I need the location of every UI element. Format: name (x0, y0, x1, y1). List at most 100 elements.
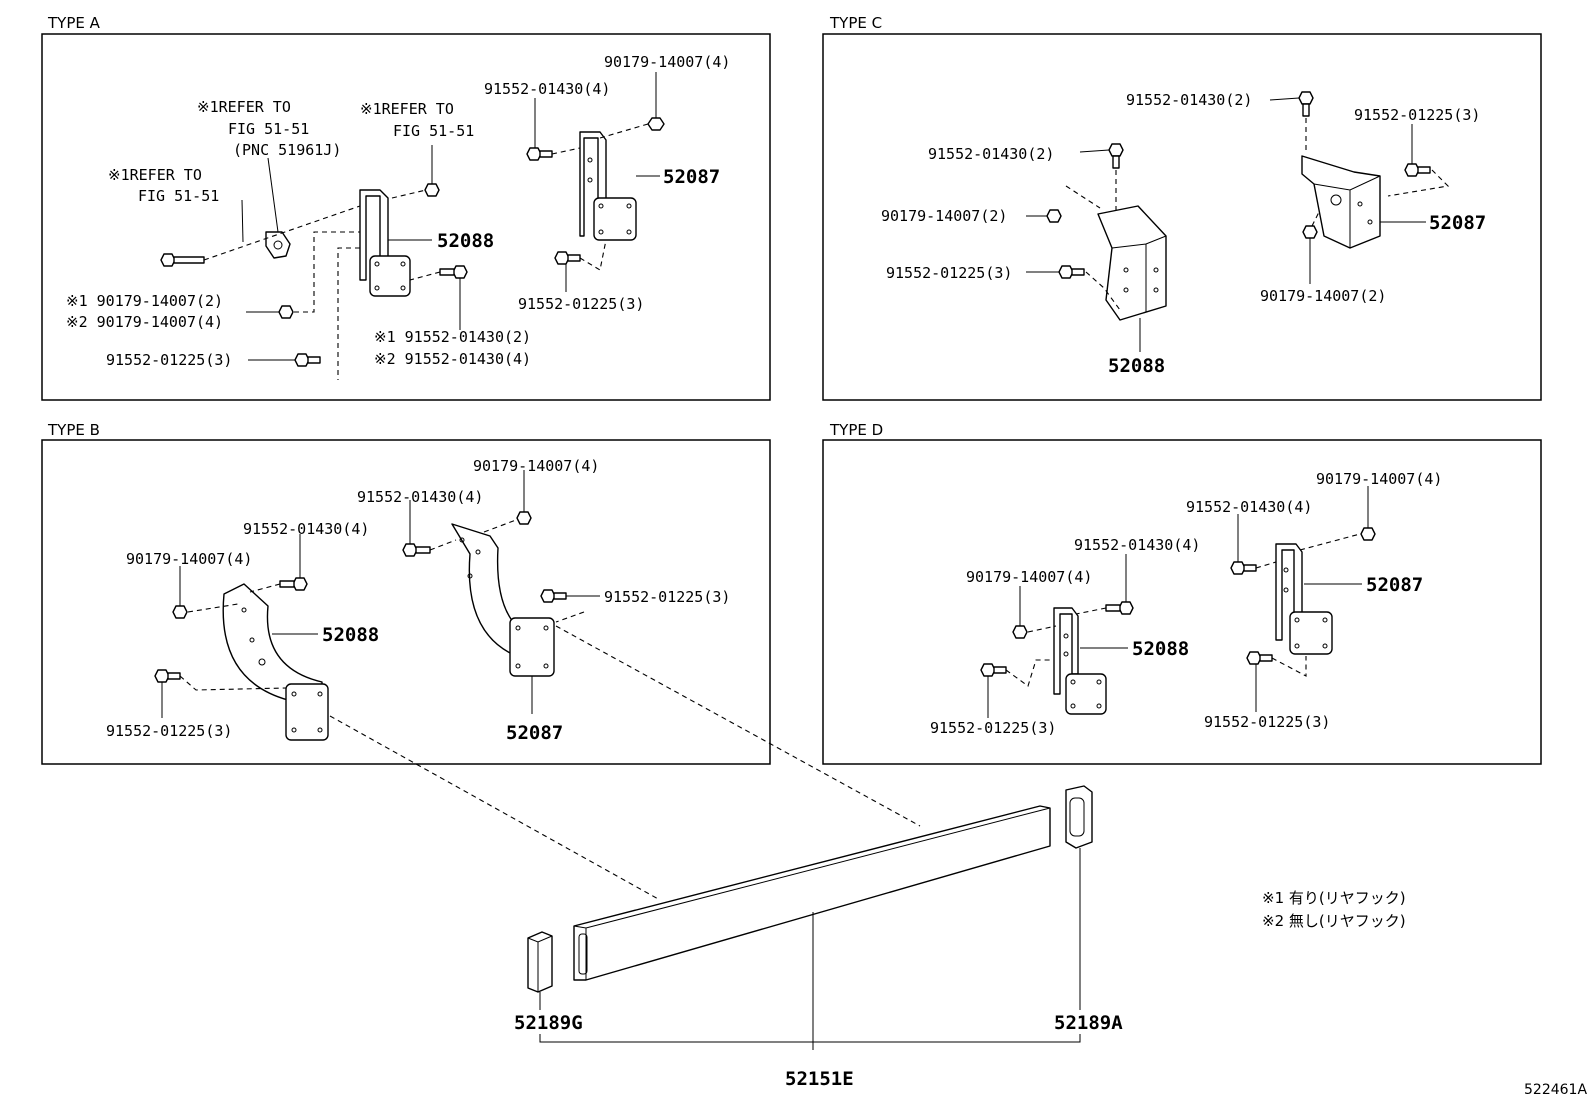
note-2: ※2 無し(リヤフック) (1262, 912, 1406, 930)
type-a-refer-1-line2: FIG 51-51 (228, 120, 309, 138)
type-a-refer-1-line3: (PNC 51961J) (233, 141, 341, 159)
type-c-bolt-left-bottom (1058, 265, 1074, 279)
type-d-bolt-bottom-left-label: 91552-01225(3) (930, 719, 1056, 737)
type-d-bolt-mid-label: 91552-01430(4) (1074, 536, 1200, 554)
type-b-drawing (154, 470, 600, 741)
type-a-refer-2-line2: FIG 51-51 (393, 122, 474, 140)
type-a-drawing (160, 72, 665, 380)
type-a-long-bolt (160, 253, 176, 267)
type-b-bolt-right (540, 589, 556, 603)
type-a-nut-left-label-2: ※2 90179-14007(4) (66, 313, 223, 331)
note-1: ※1 有り(リヤフック) (1262, 889, 1406, 907)
type-b-bracket-52088 (222, 583, 323, 701)
type-b-52088-label: 52088 (322, 624, 379, 646)
type-c-nut-left (1046, 209, 1062, 223)
type-d-bracket-52088 (1053, 607, 1079, 695)
beam-52151e (573, 805, 1051, 981)
type-d-frame (822, 439, 1542, 765)
type-a-bolt-bottom-left-label: 91552-01225(3) (106, 351, 232, 369)
type-d-bolt-bottom-right (1246, 651, 1262, 665)
type-b-bracket-52088-plate (285, 683, 329, 741)
type-a-nut-left-label-1: ※1 90179-14007(2) (66, 292, 223, 310)
diagram-id: 522461A (1524, 1082, 1587, 1098)
beam-52151e-label: 52151E (785, 1068, 854, 1090)
type-a-nut-top-label: 90179-14007(4) (604, 53, 730, 71)
type-c-title: TYPE C (829, 14, 882, 32)
type-d-bracket-52087-plate (1289, 611, 1333, 655)
type-a-bolt-bottom-right-label: 91552-01225(3) (518, 295, 644, 313)
type-d-bolt-bottom-left (980, 663, 996, 677)
type-d-bracket-52087 (1275, 543, 1303, 641)
type-c-52088-label: 52088 (1108, 355, 1165, 377)
type-d-bolt-top-label: 91552-01430(4) (1186, 498, 1312, 516)
type-a-bolt-bottom-right (554, 251, 570, 265)
type-c-nut-left-label: 90179-14007(2) (881, 207, 1007, 225)
type-b-bolt-mid-label: 91552-01430(4) (243, 520, 369, 538)
type-c-drawing (1026, 91, 1450, 352)
type-a-bracket-52087 (579, 131, 607, 237)
type-c-bolt-right (1404, 163, 1420, 177)
type-a-title: TYPE A (47, 14, 101, 32)
type-b-frame (41, 439, 771, 765)
type-c-bolt-left-label: 91552-01430(2) (928, 145, 1054, 163)
type-c-bolt-right-top-label: 91552-01225(3) (1354, 106, 1480, 124)
type-a-refer-1-line1: ※1REFER TO (197, 98, 291, 116)
type-d-bolt-top (1230, 561, 1246, 575)
type-b-bolt-bottom-label: 91552-01225(3) (106, 722, 232, 740)
type-d-nut-top (1360, 527, 1376, 541)
type-d-bolt-bottom-right-label: 91552-01225(3) (1204, 713, 1330, 731)
type-c-bolt-top (1298, 91, 1314, 105)
type-a-frame (41, 33, 771, 401)
type-a-refer-3-line2: FIG 51-51 (138, 187, 219, 205)
type-c-bracket-52088 (1097, 205, 1167, 321)
type-a-bolt-mid-label-1: ※1 91552-01430(2) (374, 328, 531, 346)
type-d-nut-top-label: 90179-14007(4) (1316, 470, 1442, 488)
type-a-refer-2-line1: ※1REFER TO (360, 100, 454, 118)
type-b-nut-top (516, 511, 532, 525)
type-b-nut-left-label: 90179-14007(4) (126, 550, 252, 568)
type-d-title: TYPE D (829, 421, 883, 439)
type-a-bolt-mid (452, 265, 468, 279)
type-a-bracket-52087-plate (593, 197, 637, 241)
type-c-bolt-top-label: 91552-01430(2) (1126, 91, 1252, 109)
type-b-bolt-top-label: 91552-01430(4) (357, 488, 483, 506)
type-b-52087-label: 52087 (506, 722, 563, 744)
type-a-bracket-52088-plate (369, 255, 411, 297)
type-c-bolt-left (1108, 143, 1124, 157)
type-a-nut-left (278, 305, 294, 319)
type-b-title: TYPE B (47, 421, 100, 439)
type-b-bolt-bottom (154, 669, 170, 683)
type-d-drawing (980, 486, 1376, 718)
type-a-nut-small (424, 183, 440, 197)
type-c-52087-label: 52087 (1429, 212, 1486, 234)
type-a-bolt-top-label: 91552-01430(4) (484, 80, 610, 98)
end-cap-52189g-label: 52189G (514, 1012, 583, 1034)
type-b-bolt-top (402, 543, 418, 557)
type-d-bracket-52088-plate (1065, 673, 1107, 715)
end-cap-52189a-label: 52189A (1054, 1012, 1123, 1034)
end-cap-52189a (1065, 785, 1093, 849)
type-c-nut-bottom (1302, 225, 1318, 239)
type-a-52088-label: 52088 (437, 230, 494, 252)
type-b-bolt-left-top (292, 577, 308, 591)
end-cap-52189g (527, 931, 553, 993)
lower-assembly (329, 625, 1093, 1050)
type-c-bolt-left-bottom-label: 91552-01225(3) (886, 264, 1012, 282)
type-b-nut-left (172, 605, 188, 619)
type-d-nut-left-label: 90179-14007(4) (966, 568, 1092, 586)
type-a-nut-top (647, 117, 665, 131)
type-b-nut-top-label: 90179-14007(4) (473, 457, 599, 475)
type-d-52087-label: 52087 (1366, 574, 1423, 596)
type-d-bolt-mid (1118, 601, 1134, 615)
type-a-refer-3-line1: ※1REFER TO (108, 166, 202, 184)
type-d-52088-label: 52088 (1132, 638, 1189, 660)
type-a-52087-label: 52087 (663, 166, 720, 188)
type-c-frame (822, 33, 1542, 401)
type-c-nut-bottom-label: 90179-14007(2) (1260, 287, 1386, 305)
type-a-hook (265, 231, 291, 259)
type-a-bolt-mid-label-2: ※2 91552-01430(4) (374, 350, 531, 368)
type-b-bolt-right-label: 91552-01225(3) (604, 588, 730, 606)
type-a-bolt-top (526, 147, 542, 161)
type-d-nut-left (1012, 625, 1028, 639)
